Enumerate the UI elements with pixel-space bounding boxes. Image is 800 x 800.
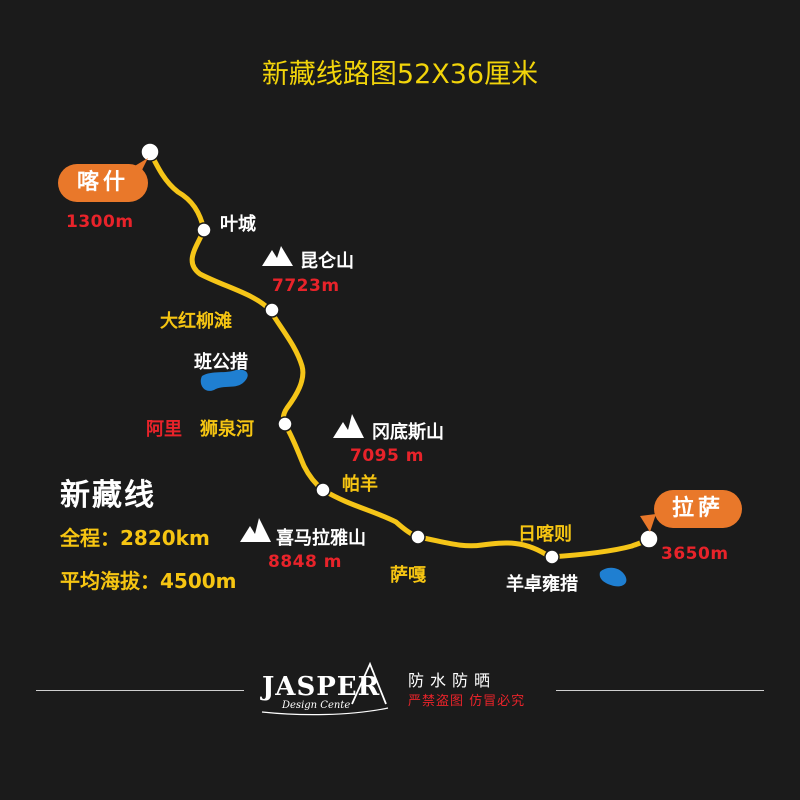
stop-dahongliutan: 大红柳滩	[160, 311, 232, 332]
node-saga	[410, 529, 426, 545]
stop-yangzhuoyongcuo: 羊卓雍措	[506, 574, 578, 595]
mountain-gangdise-name: 冈底斯山	[372, 422, 444, 443]
mountain-gangdise-altitude: 7095 m	[350, 446, 424, 466]
summary-total-distance: 全程：2820km	[60, 526, 210, 550]
node-shiquanhe	[277, 416, 293, 432]
mountain-kunlun-altitude: 7723m	[272, 276, 340, 296]
mountain-icon	[262, 246, 293, 266]
map-title: 新藏线路图52X36厘米	[261, 59, 539, 90]
footer-divider-left	[36, 690, 244, 691]
end-bubble: 拉萨	[654, 490, 742, 528]
waterproof-label: 防水防晒	[408, 671, 497, 690]
summary-average-altitude: 平均海拔：4500m	[60, 569, 237, 593]
stop-rikaze: 日喀则	[518, 524, 572, 545]
start-altitude: 1300m	[66, 212, 134, 232]
jasper-logo-subtitle: Design Cente	[282, 700, 351, 711]
mountain-icon	[333, 414, 364, 438]
mountain-himalaya-altitude: 8848 m	[268, 552, 342, 572]
footer-divider-right	[556, 690, 764, 691]
node-kashi	[140, 142, 160, 162]
lhasa-bubble-tail	[640, 514, 656, 532]
stop-shiquanhe: 狮泉河	[200, 419, 254, 440]
jasper-logo: JASPER	[262, 672, 381, 702]
stop-yecheng: 叶城	[220, 214, 256, 235]
end-altitude: 3650m	[661, 544, 729, 564]
yangzhuoyongcuo-lake	[599, 567, 627, 587]
mountain-icon	[240, 518, 271, 542]
node-dahongliutan	[264, 302, 280, 318]
lake-bangongcuo-label: 班公措	[194, 352, 248, 373]
mountain-himalaya-name: 喜马拉雅山	[276, 528, 366, 549]
start-bubble: 喀什	[58, 164, 148, 202]
stop-saga: 萨嘎	[390, 565, 426, 586]
route-line	[147, 149, 652, 560]
node-yangzhuoyongcuo	[544, 549, 560, 565]
node-yecheng	[196, 222, 212, 238]
mountain-kunlun-name: 昆仑山	[300, 251, 354, 272]
copyright-warning: 严禁盗图 仿冒必究	[408, 694, 526, 709]
bangongcuo-lake	[200, 369, 248, 391]
node-payang	[315, 482, 331, 498]
stop-payang: 帕羊	[342, 474, 378, 495]
stop-ali: 阿里	[146, 419, 182, 440]
summary-heading: 新藏线	[60, 478, 156, 513]
